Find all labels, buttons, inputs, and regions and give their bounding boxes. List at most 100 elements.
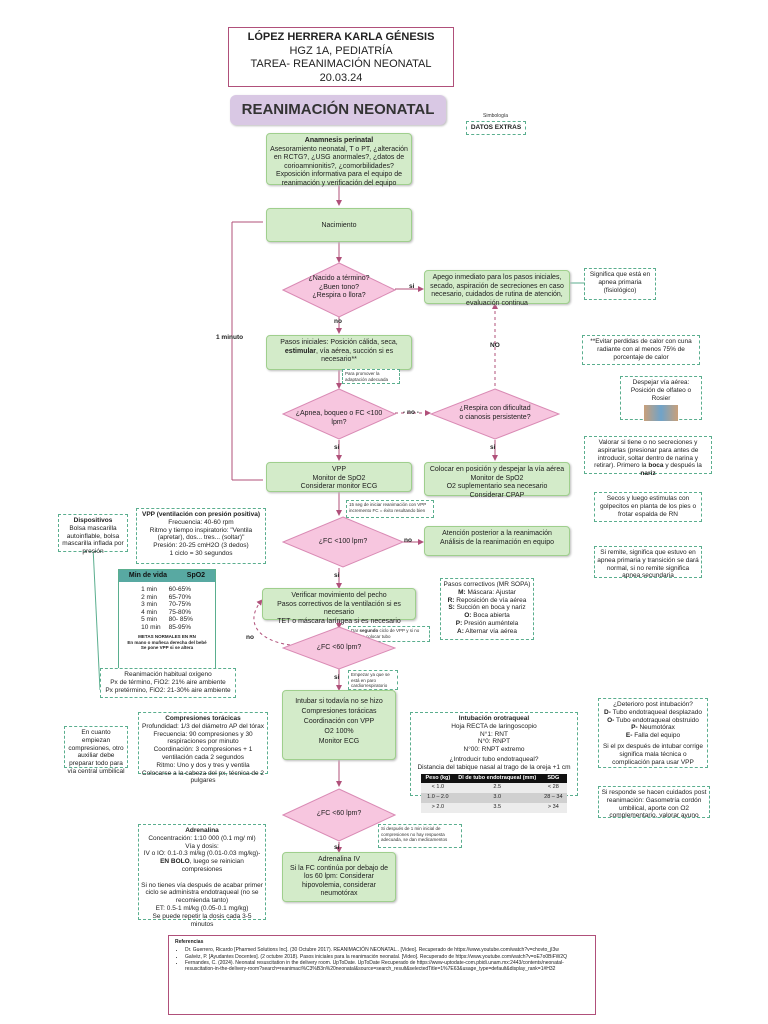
compresiones-body: Profundidad: 1/3 del diámetro AP del tór…	[141, 722, 265, 785]
group-label: HGZ 1A, PEDIATRÍA	[289, 44, 393, 57]
edge-si-4: si	[334, 572, 340, 579]
spo2-header: Min de vida SpO2	[119, 570, 215, 582]
verificar-node: Verificar movimiento del pecho Pasos cor…	[262, 588, 416, 625]
legend-extra-data: DATOS EXTRAS	[466, 121, 526, 135]
edge-no-2: no	[404, 537, 412, 544]
intubacion-body: Hoja RECTA de laringoscopio N°1: RNT N°0…	[451, 722, 537, 754]
pasos-corr-p: P: Presión auméntela	[455, 619, 519, 627]
decision-fc100-diamond	[282, 516, 404, 568]
spo2-header-min: Min de vida	[128, 572, 168, 579]
dispositivos-title: Dispositivos	[73, 517, 113, 524]
adaptacion-note: Para promover la adaptación adecuada	[342, 369, 400, 384]
responde-note: Si responde se hacen cuidados post reani…	[598, 786, 710, 819]
nota-15seg: 15 seg de iniciar reanimación con VPP in…	[346, 500, 434, 518]
adrenalina-iv-node: Adrenalina IV Si la FC continúa por deba…	[282, 852, 396, 902]
author-name: LÓPEZ HERRERA KARLA GÉNESIS	[247, 31, 435, 43]
vpp-details-note: VPP (ventilación con presión positiva) F…	[136, 508, 266, 564]
edge-si-1: si	[409, 283, 415, 290]
valorar-c: y después la	[663, 462, 702, 470]
dispositivos-body: Bolsa mascarilla autoinflable, bolsa mas…	[62, 524, 124, 556]
edge-si-2: si	[334, 444, 340, 451]
adrenalina-title: Adrenalina	[185, 827, 219, 834]
decision-fc60b-text: ¿FC <60 lpm?	[316, 810, 362, 817]
decision-apnea-text: ¿Apnea, boqueo o FC <100 lpm?	[295, 410, 383, 426]
vpp-details-title: VPP (ventilación con presión positiva)	[142, 511, 260, 518]
compresiones-note: Compresiones torácicas Profundidad: 1/3 …	[138, 712, 268, 784]
nacimiento-node: Nacimiento	[266, 208, 412, 242]
anamnesis-body: Asesoramiento neonatal, T o PT, ¿alterac…	[270, 145, 408, 187]
adrenalina-note: Adrenalina Concentración: 1:10 000 (0.1 …	[138, 824, 266, 928]
page-title: REANIMACIÓN NEONATAL	[230, 95, 446, 125]
time-label: 1 minuto	[216, 334, 244, 341]
deterioro-note: ¿Deterioro post intubación? D- Tubo endo…	[598, 698, 708, 768]
decision-fc60b-diamond	[282, 788, 396, 842]
deterioro-explanation: Si el px después de intubar corrige sign…	[602, 742, 704, 766]
adrenalina-body: Concentración: 1:10 000 (0.1 mg/ ml) Vía…	[141, 834, 263, 928]
references-box: Referencias Dr. Guerrero, Ricardo [Pharm…	[168, 935, 596, 1015]
intubacion-title: Intubación orotraqueal	[458, 715, 530, 722]
secos-note: Secos y luego estimulas con golpecitos e…	[594, 492, 702, 522]
despejar-note: Despejar vía aérea: Posición de olfateo …	[620, 376, 702, 422]
nota-segundo-a: Dar	[351, 628, 360, 633]
pasos-correctivos-title: Pasos correctivos (MR SOPA)	[443, 581, 531, 588]
references-list: Dr. Guerrero, Ricardo [Pharmed Solutions…	[175, 947, 589, 972]
references-title: Referencias	[175, 939, 204, 945]
legend-label: Simbología	[483, 113, 509, 119]
infant-position-image	[644, 405, 678, 422]
reference-item: Galvéz, P. [Ayudantes Docentes]. (2 octu…	[185, 954, 589, 960]
valorar-b: boca	[648, 462, 664, 470]
edge-no-3: no	[246, 634, 254, 641]
deterioro-title: ¿Deterioro post intubación?	[613, 701, 693, 708]
tube-size-table: Peso (kg)DI de tubo endotraqueal (mm)SDG…	[421, 773, 567, 813]
decision-fc100-text: ¿FC <100 lpm?	[318, 538, 368, 545]
table-header-row: Peso (kg)DI de tubo endotraqueal (mm)SDG	[421, 773, 567, 784]
intubacion-question: ¿Introducir tubo endotraqueal? Distancia…	[417, 755, 571, 771]
valorar-note: Valorar si tiene o no secreciones y aspi…	[584, 436, 712, 477]
intubacion-note: Intubación orotraqueal Hoja RECTA de lar…	[410, 712, 578, 813]
edge-si-6: si	[334, 844, 340, 851]
spo2-notes: METAS NORMALES EN RN En mano o muñeca de…	[127, 634, 207, 650]
decision-term-text: ¿Nacido a término? ¿Buen tono? ¿Respira …	[308, 275, 370, 299]
decision-fc60-text: ¿FC <60 lpm?	[316, 644, 362, 651]
anamnesis-title: Anamnesis perinatal	[304, 137, 374, 144]
atencion-node: Atención posterior a la reanimación Anál…	[424, 526, 570, 556]
decision-fc60-diamond	[282, 626, 396, 670]
edge-si-5: si	[334, 674, 340, 681]
decision-dificultad-text: ¿Respira con dificultad o cianosis persi…	[459, 405, 531, 421]
task-label: TAREA- REANIMACIÓN NEONATAL	[250, 58, 432, 70]
vpp-details-body: Frecuencia: 40-60 rpm Ritmo y tiempo ins…	[149, 518, 253, 557]
dispositivos-note: Dispositivos Bolsa mascarilla autoinflab…	[58, 514, 128, 555]
nota-compresiones: Si después de 1 min inicial de compresio…	[378, 824, 462, 848]
header-box: LÓPEZ HERRERA KARLA GÉNESIS HGZ 1A, PEDI…	[228, 27, 454, 87]
nota-intubacion: Empezar ya que se está en paro cardiorre…	[348, 670, 398, 690]
intubar-node: Intubar si todavía no se hizo Compresion…	[282, 690, 396, 760]
edge-NO: NO	[490, 342, 500, 349]
decision-term-diamond	[282, 262, 396, 318]
edge-no-1: no	[334, 318, 342, 325]
pasos-corr-o: O: Boca abierta	[464, 612, 510, 620]
pasos-iniciales-b: estimular	[284, 347, 317, 355]
pasos-corr-m: M: Máscara: Ajustar	[458, 588, 516, 596]
reanimacion-oxigeno-note: Reanimación habitual oxígeno Px de térmi…	[100, 668, 236, 698]
reference-item: Fernandes, C. (2024). Neonatal resuscita…	[185, 960, 589, 973]
vpp-node: VPP Monitor de SpO2 Considerar monitor E…	[266, 462, 412, 492]
pasos-iniciales-node: Pasos iniciales: Posición cálida, seca, …	[266, 335, 412, 370]
deterioro-e: E- Falla del equipo	[625, 732, 681, 740]
compresiones-title: Compresiones torácicas	[165, 715, 241, 722]
colocar-node: Colocar en posición y despejar la vía aé…	[424, 462, 570, 499]
reference-item: Dr. Guerrero, Ricardo [Pharmed Solutions…	[185, 947, 589, 953]
pasos-corr-r: R: Reposición de vía aérea	[447, 596, 527, 604]
apego-node: Apego inmediato para los pasos iniciales…	[424, 270, 570, 307]
evitar-note: **Evitar perdidas de calor con cuna radi…	[582, 335, 700, 365]
